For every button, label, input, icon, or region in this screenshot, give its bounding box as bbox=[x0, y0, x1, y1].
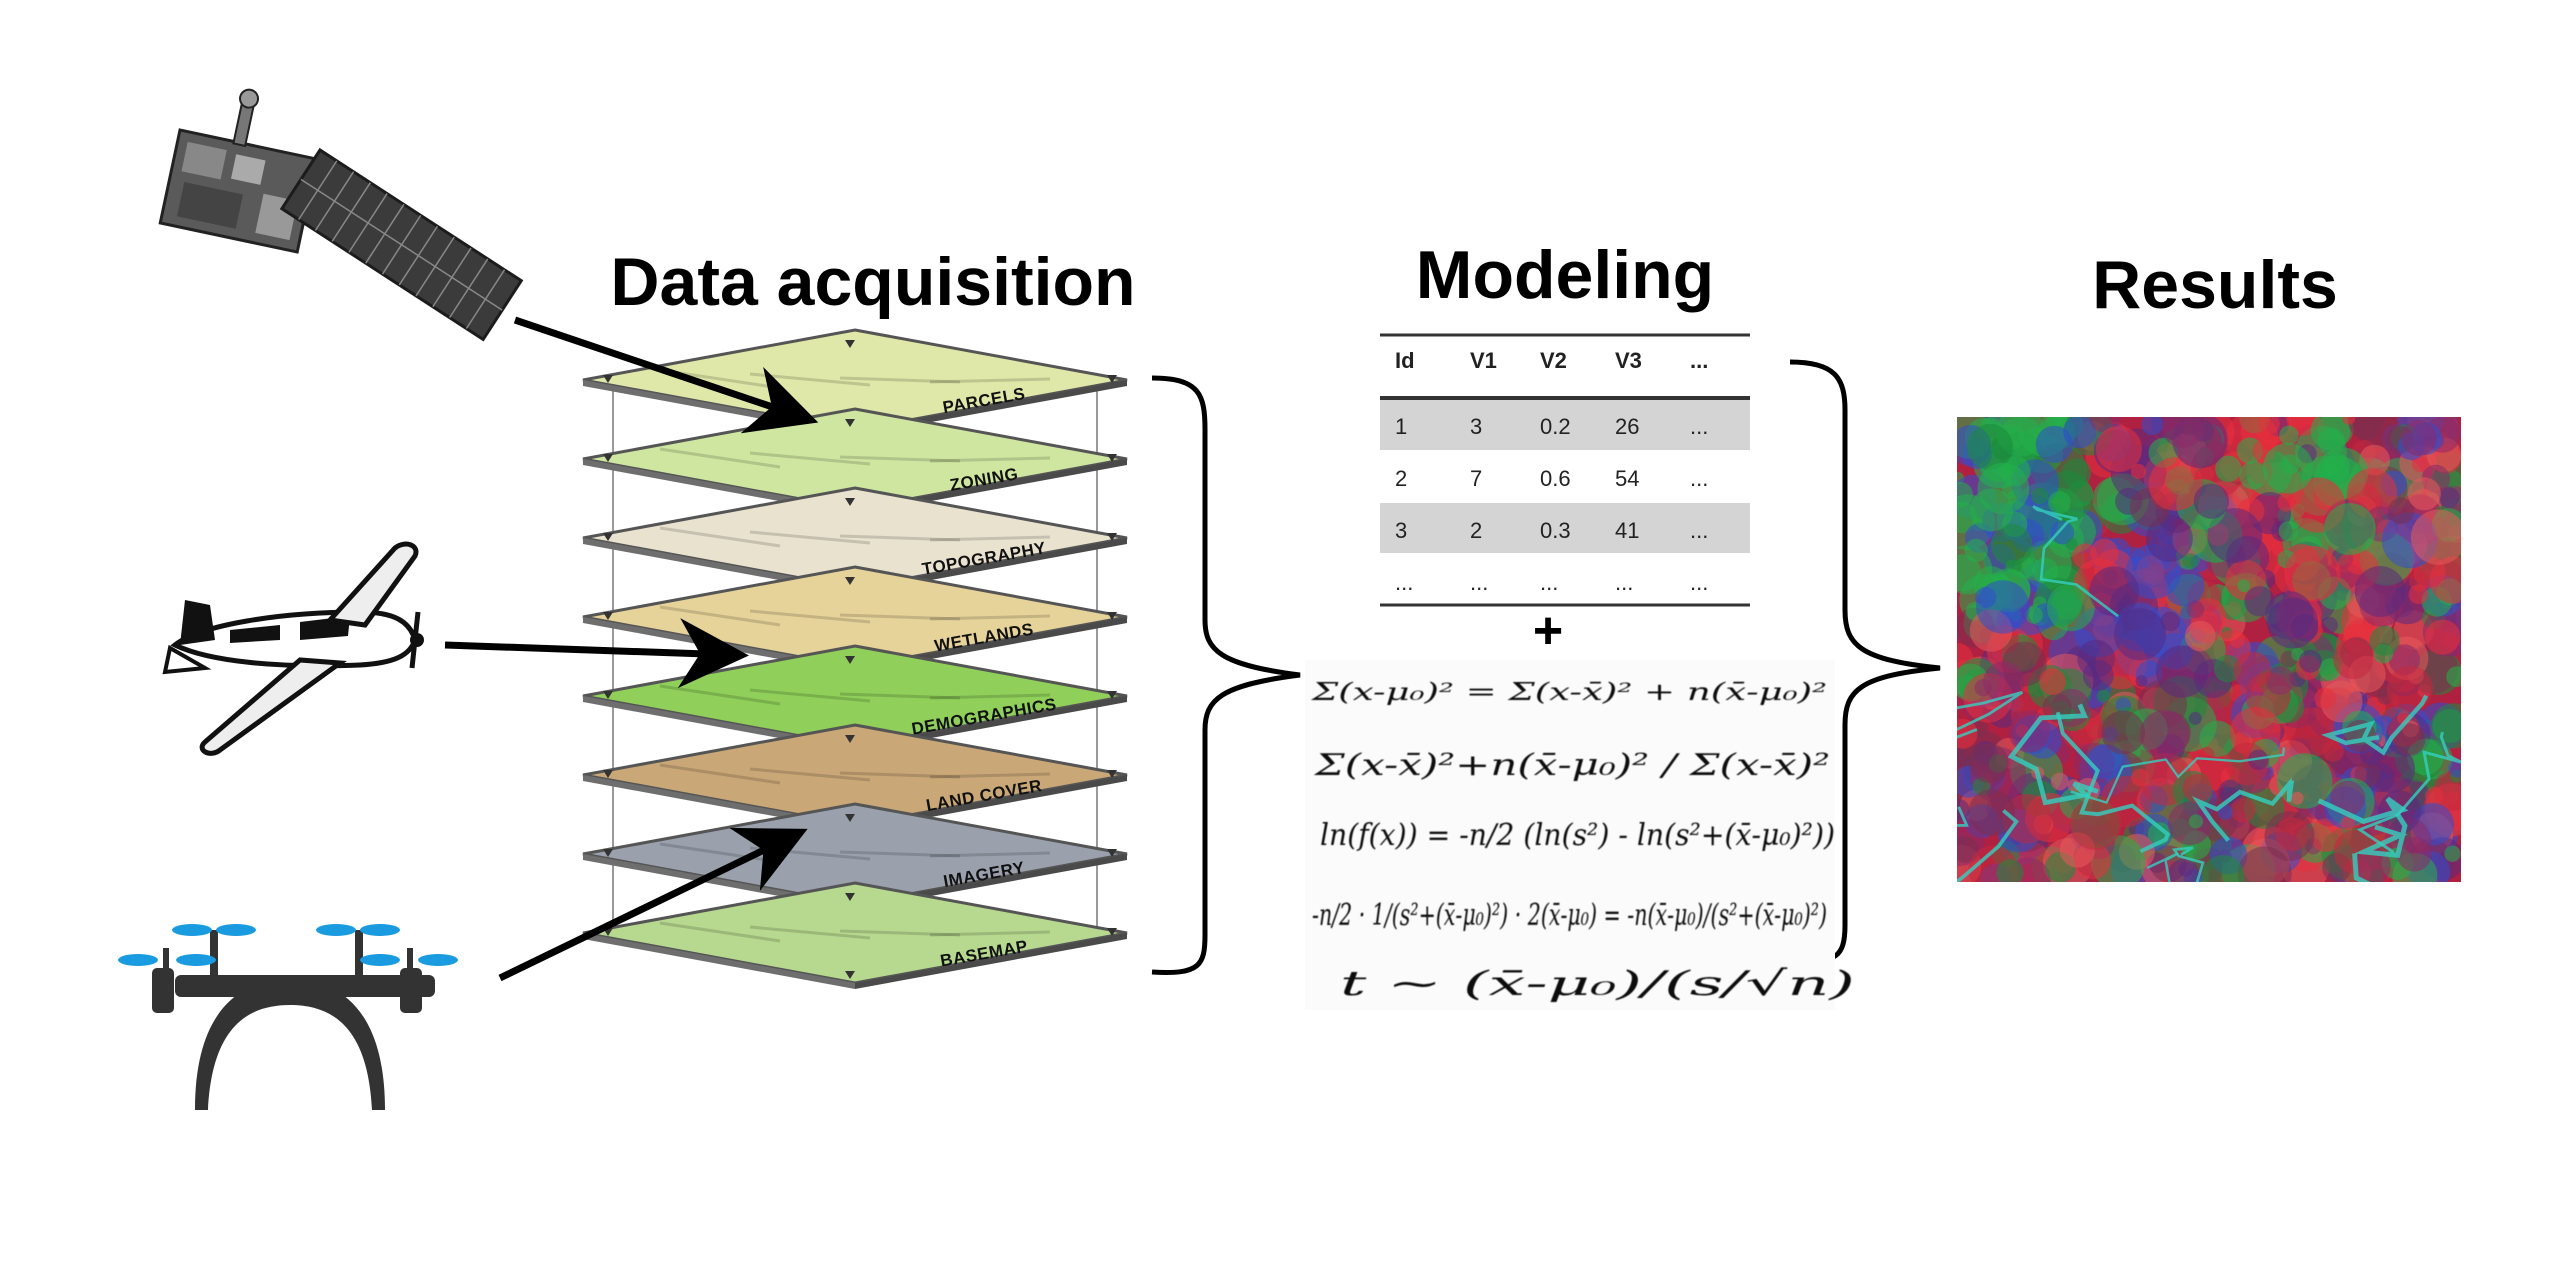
table-cell: 0.3 bbox=[1540, 518, 1571, 543]
airplane-arrow bbox=[444, 618, 749, 689]
table-cell: 0.6 bbox=[1540, 466, 1571, 491]
table-cell: ... bbox=[1690, 518, 1708, 543]
table-cell: 54 bbox=[1615, 466, 1639, 491]
table-cell: ... bbox=[1690, 570, 1708, 595]
table-cell: 3 bbox=[1395, 518, 1407, 543]
plus-sign: + bbox=[1533, 602, 1563, 660]
table-row-shade-1 bbox=[1380, 400, 1750, 450]
satellite-icon bbox=[158, 88, 524, 342]
table-cell: 0.2 bbox=[1540, 414, 1571, 439]
left-brace bbox=[1151, 375, 1301, 976]
equation-line: ln(f(x)) = -n/2 (ln(s²) - ln(s²+(x̄-μ₀)²… bbox=[1320, 818, 1835, 853]
table-cell: 1 bbox=[1395, 414, 1407, 439]
right-brace bbox=[1789, 359, 1941, 963]
table-cell: ... bbox=[1615, 570, 1633, 595]
table-cell: 26 bbox=[1615, 414, 1639, 439]
table-row-shade-3 bbox=[1380, 503, 1750, 553]
table-header-cell: V3 bbox=[1615, 348, 1642, 373]
title-modeling: Modeling bbox=[1416, 237, 1714, 313]
title-results: Results bbox=[2092, 247, 2338, 323]
table-cell: 7 bbox=[1470, 466, 1482, 491]
equation-line: Σ(x-x̄)²+n(x̄-μ₀)² / Σ(x-x̄)² bbox=[1314, 748, 1830, 783]
table-cell: 3 bbox=[1470, 414, 1482, 439]
table-header-cell: ... bbox=[1690, 348, 1708, 373]
title-data-acquisition: Data acquisition bbox=[610, 244, 1135, 320]
equation-line: Σ(x-μ₀)² = Σ(x-x̄)² + n(x̄-μ₀)² bbox=[1310, 678, 1827, 706]
table-cell: 41 bbox=[1615, 518, 1639, 543]
satellite-arrow bbox=[513, 316, 819, 434]
gis-layer-stack: PARCELSZONINGTOPOGRAPHYWETLANDSDEMOGRAPH… bbox=[582, 328, 1128, 989]
table-header-cell: V1 bbox=[1470, 348, 1497, 373]
layer-topography: TOPOGRAPHY bbox=[582, 486, 1128, 594]
drone-arrow bbox=[498, 827, 808, 982]
equations-image: Σ(x-μ₀)² = Σ(x-x̄)² + n(x̄-μ₀)² Σ(x-x̄)²+… bbox=[1305, 660, 1855, 1010]
table-cell: ... bbox=[1690, 466, 1708, 491]
table-cell: ... bbox=[1395, 570, 1413, 595]
table-header-cell: V2 bbox=[1540, 348, 1567, 373]
table-cell: 2 bbox=[1470, 518, 1482, 543]
table-cell: ... bbox=[1470, 570, 1488, 595]
classification-result-image bbox=[1957, 417, 2461, 882]
table-cell: ... bbox=[1690, 414, 1708, 439]
table-cell: ... bbox=[1540, 570, 1558, 595]
airplane-icon bbox=[162, 541, 424, 756]
layer-basemap: BASEMAP bbox=[582, 881, 1128, 989]
drone-icon bbox=[118, 924, 458, 1110]
equation-line: t ~ (x̄-μ₀)/(s/√n) bbox=[1340, 964, 1855, 1004]
equation-line: -n/2 · 1/(s²+(x̄-μ₀)²) · 2(x̄-μ₀) = -n(x… bbox=[1312, 898, 1827, 933]
table-cell: 2 bbox=[1395, 466, 1407, 491]
data-table: Id V1 V2 V3... 1 3 0.2 26... 2 7 0.6 54... 3 2 0.3 41..… bbox=[1380, 333, 1750, 607]
table-header-cell: Id bbox=[1395, 348, 1415, 373]
